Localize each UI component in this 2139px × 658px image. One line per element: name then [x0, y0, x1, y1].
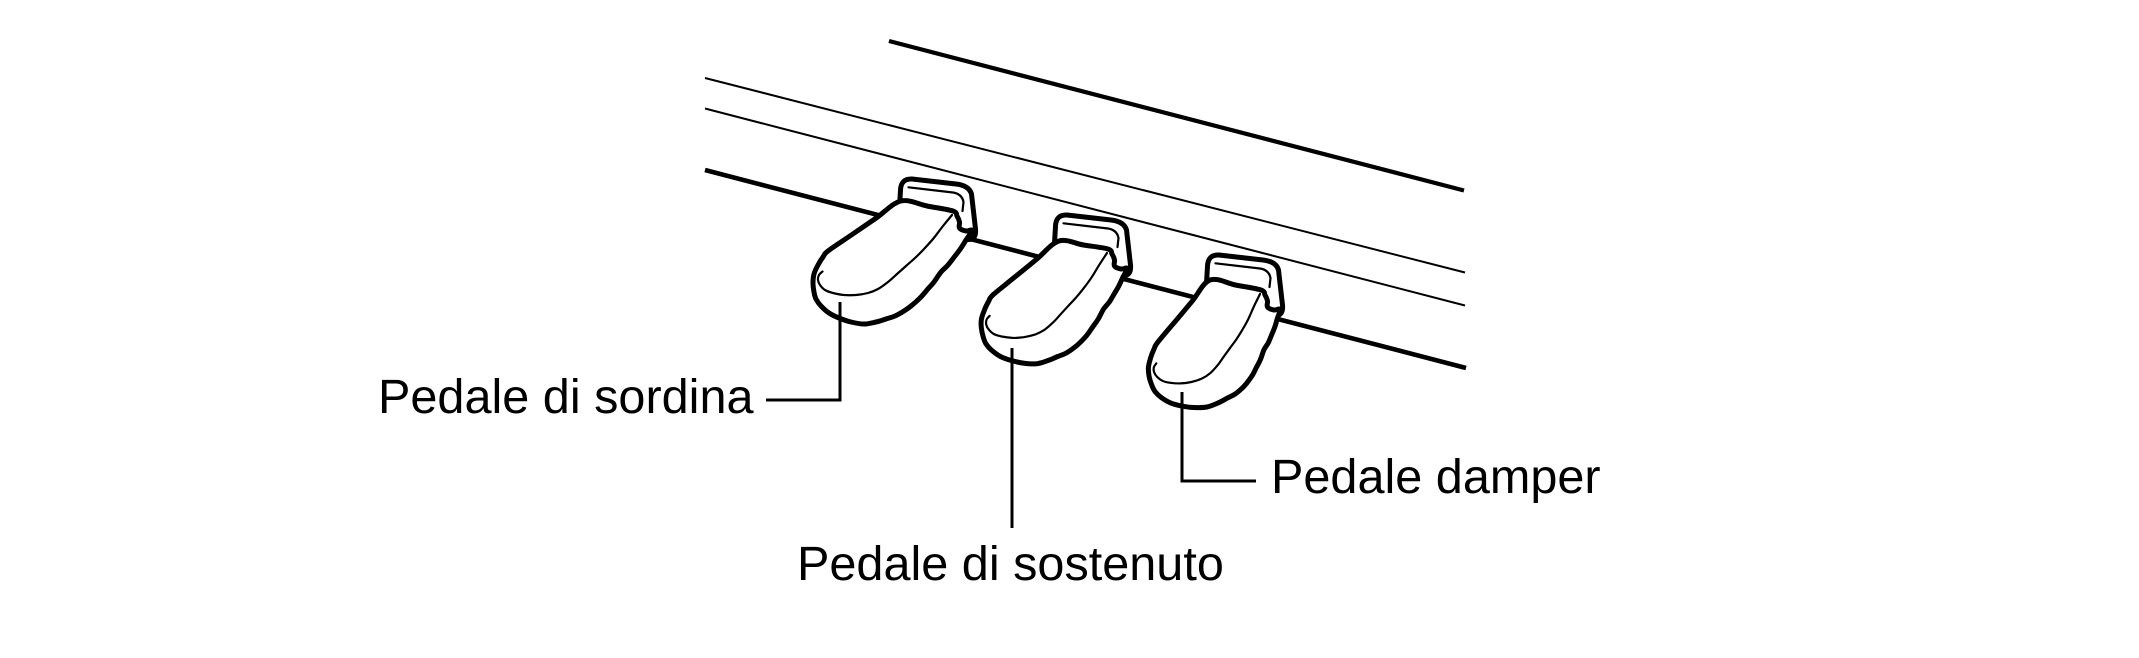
- svg-text:Pedale di sordina: Pedale di sordina: [378, 370, 754, 424]
- svg-text:Pedale damper: Pedale damper: [1271, 450, 1601, 504]
- svg-text:Pedale di sostenuto: Pedale di sostenuto: [797, 537, 1224, 591]
